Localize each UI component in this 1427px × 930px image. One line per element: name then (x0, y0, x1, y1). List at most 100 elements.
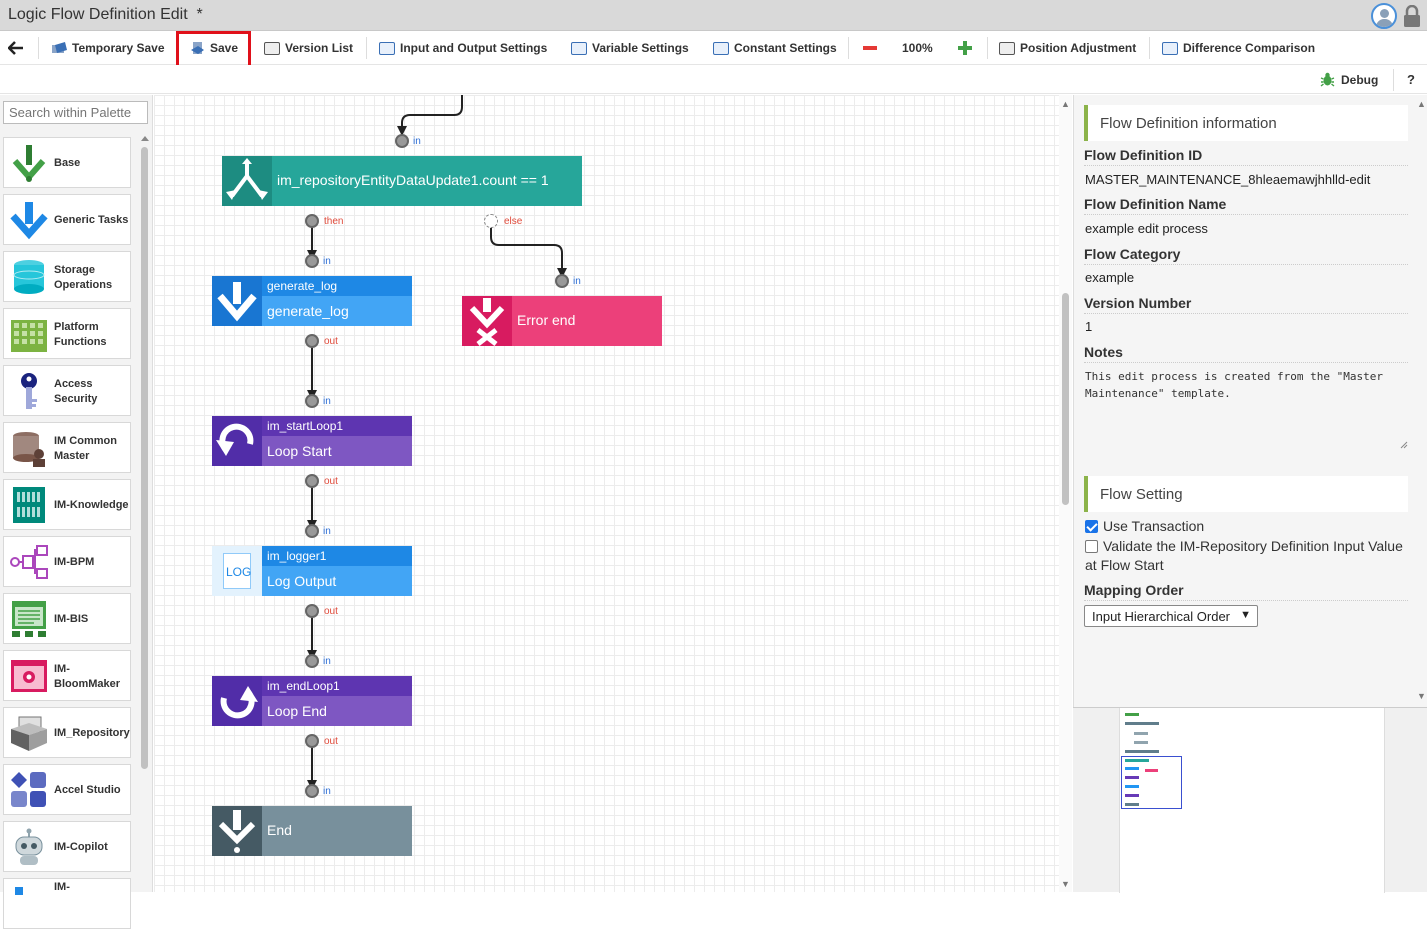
minimap[interactable] (1119, 708, 1385, 893)
debug-button[interactable]: Debug (1320, 65, 1378, 94)
palette-search-input[interactable] (3, 101, 148, 124)
checkbox-icon[interactable] (1085, 540, 1098, 553)
save-button[interactable]: Save (190, 31, 238, 65)
port-else[interactable] (484, 214, 498, 228)
properties-scrollbar[interactable]: ▲ ▼ (1417, 99, 1426, 701)
minus-icon (863, 46, 877, 50)
flow-category-label: Flow Category (1084, 246, 1408, 265)
variable-settings-button[interactable]: Variable Settings (571, 31, 689, 65)
port-in[interactable] (305, 254, 319, 268)
flow-node-condition[interactable]: im_repositoryEntityDataUpdate1.count == … (222, 156, 582, 206)
repository-icon (11, 716, 47, 751)
log-file-icon: LOG (212, 546, 262, 596)
validate-input-checkbox[interactable]: Validate the IM-Repository Definition In… (1085, 538, 1403, 573)
platform-icon (11, 320, 47, 352)
palette-item-platform-functions[interactable]: Platform Functions (3, 308, 131, 359)
flow-node-end[interactable]: End (212, 806, 412, 856)
flow-canvas[interactable]: im_repositoryEntityDataUpdate1.count == … (154, 95, 1059, 892)
minimap-viewport[interactable] (1121, 756, 1182, 809)
palette-item-im-copilot[interactable]: IM-Copilot (3, 821, 131, 872)
notes-textarea[interactable]: This edit process is created from the "M… (1085, 370, 1384, 400)
error-end-icon (462, 296, 512, 346)
palette-scrollbar[interactable] (139, 133, 151, 892)
knowledge-icon (13, 487, 45, 523)
flow-node-log-output[interactable]: LOG im_logger1 Log Output (212, 546, 412, 596)
palette-item-im-common-master[interactable]: IM Common Master (3, 422, 131, 473)
end-icon (212, 806, 262, 856)
checkbox-checked-icon[interactable] (1085, 520, 1098, 533)
difference-comparison-button[interactable]: Difference Comparison (1162, 31, 1315, 65)
port-out[interactable] (305, 604, 319, 618)
zoom-out-button[interactable] (862, 31, 878, 65)
port-in[interactable] (395, 134, 409, 148)
loop-start-icon (212, 416, 262, 466)
back-button[interactable] (8, 31, 24, 65)
constant-settings-button[interactable]: Constant Settings (713, 31, 837, 65)
port-out[interactable] (305, 734, 319, 748)
version-list-button[interactable]: Version List (264, 31, 353, 65)
help-button[interactable]: ? (1407, 72, 1415, 87)
loop-end-icon (212, 676, 262, 726)
port-in[interactable] (305, 654, 319, 668)
use-transaction-checkbox[interactable]: Use Transaction (1085, 517, 1204, 536)
copilot-icon (15, 828, 43, 865)
port-out[interactable] (305, 474, 319, 488)
port-in[interactable] (555, 274, 569, 288)
title-bar: Logic Flow Definition Edit * (0, 0, 1427, 31)
down-arrow-icon (212, 276, 262, 326)
flow-definition-id-label: Flow Definition ID (1084, 147, 1408, 166)
palette-item-im-bloommaker[interactable]: IM-BloomMaker (3, 650, 131, 701)
minimap-panel (1073, 707, 1427, 893)
temporary-save-icon (52, 42, 67, 53)
toolbar-secondary: Debug ? (0, 65, 1427, 94)
palette-item-accel-studio[interactable]: Accel Studio (3, 764, 131, 815)
notes-label: Notes (1084, 344, 1408, 363)
flow-connectors (307, 95, 567, 790)
bloommaker-icon (11, 660, 47, 692)
port-in[interactable] (305, 394, 319, 408)
flow-category-value: example (1085, 270, 1135, 285)
flow-definition-id-value: MASTER_MAINTENANCE_8hleaemawjhhlld-edit (1085, 172, 1371, 187)
palette-item-more[interactable]: IM- (3, 878, 131, 929)
canvas-scrollbar[interactable]: ▲ ▼ (1059, 95, 1072, 892)
user-avatar-icon[interactable] (1371, 3, 1397, 29)
port-in[interactable] (305, 784, 319, 798)
palette-item-im-knowledge[interactable]: IM-Knowledge (3, 479, 131, 530)
palette-item-base[interactable]: Base (3, 137, 131, 188)
flow-node-error-end[interactable]: Error end (462, 296, 662, 346)
position-adjustment-button[interactable]: Position Adjustment (999, 31, 1136, 65)
toolbar: Temporary Save Save Version List Input a… (0, 31, 1427, 65)
branch-icon (222, 156, 272, 206)
version-number-label: Version Number (1084, 295, 1408, 314)
position-adjust-icon (999, 41, 1015, 55)
port-then[interactable] (305, 214, 319, 228)
base-arrow-icon (12, 145, 46, 182)
accel-studio-icon (11, 772, 46, 807)
palette-item-im-bpm[interactable]: IM-BPM (3, 536, 131, 587)
palette-item-generic-tasks[interactable]: Generic Tasks (3, 194, 131, 245)
flow-definition-name-label: Flow Definition Name (1084, 196, 1408, 215)
bug-icon (1320, 72, 1335, 87)
palette-item-im-bis[interactable]: IM-BIS (3, 593, 131, 644)
key-icon (21, 373, 37, 409)
resize-handle-icon[interactable] (1400, 441, 1408, 449)
flow-node-loop-end[interactable]: im_endLoop1 Loop End (212, 676, 412, 726)
port-in[interactable] (305, 524, 319, 538)
flow-definition-name-value: example edit process (1085, 221, 1208, 236)
lock-icon[interactable] (1402, 5, 1422, 27)
save-highlight (176, 31, 251, 68)
palette-item-storage-operations[interactable]: Storage Operations (3, 251, 131, 302)
flow-definition-info-header: Flow Definition information (1084, 105, 1408, 141)
flow-node-generate-log[interactable]: generate_log generate_log (212, 276, 412, 326)
zoom-in-button[interactable] (957, 31, 973, 65)
palette-item-access-security[interactable]: Access Security (3, 365, 131, 416)
mapping-order-select[interactable]: Input Hierarchical Order▼ (1084, 605, 1258, 627)
palette-item-im-repository[interactable]: IM_Repository (3, 707, 131, 758)
io-settings-button[interactable]: Input and Output Settings (379, 31, 547, 65)
window-icon (713, 41, 729, 55)
window-title: Logic Flow Definition Edit * (8, 6, 203, 23)
temporary-save-button[interactable]: Temporary Save (51, 31, 165, 65)
common-master-icon (13, 432, 45, 467)
flow-node-loop-start[interactable]: im_startLoop1 Loop Start (212, 416, 412, 466)
port-out[interactable] (305, 334, 319, 348)
